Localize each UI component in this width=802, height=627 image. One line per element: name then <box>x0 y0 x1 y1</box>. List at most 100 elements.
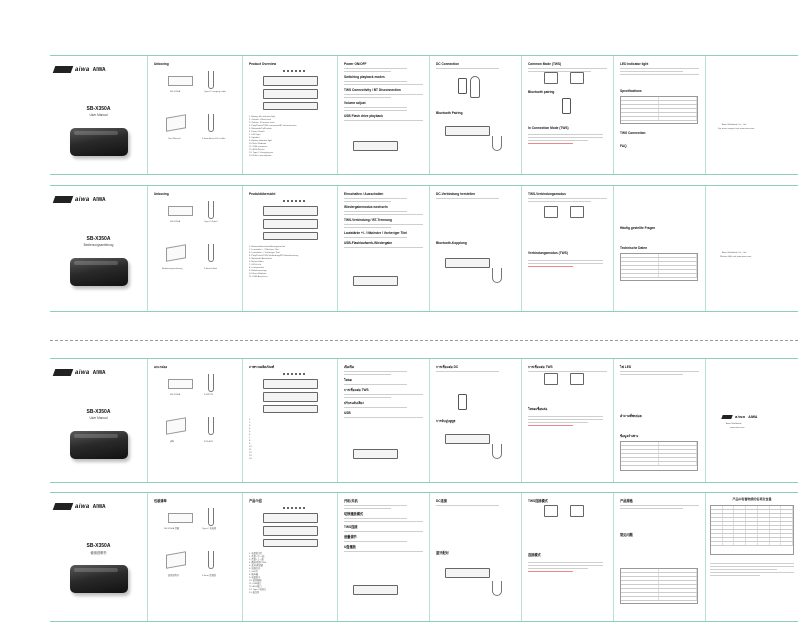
speaker-side-diagram <box>263 539 318 547</box>
text-line <box>344 521 423 522</box>
section-heading: โหมด <box>344 378 352 382</box>
section-heading: ข้อมูลจำเพาะ <box>620 434 639 438</box>
overview-item: 3. 音量-/上一曲 <box>249 559 264 561</box>
text-line <box>528 68 607 69</box>
speaker-box-icon <box>168 206 193 216</box>
back-panel: Aiwa Worldwide Co., Ltd. Weitere Hilfe a… <box>706 186 798 311</box>
overview-item: 7. <box>249 437 251 439</box>
text-line <box>344 247 423 248</box>
button-row <box>283 507 305 509</box>
unboxing-item-3: 使用说明书 <box>168 575 179 577</box>
section-heading: การเชื่อมต่อ TWS <box>344 388 369 392</box>
unboxing-item-4: 3.5mm Aux-in/Out cable <box>202 138 226 140</box>
text-line <box>620 505 699 506</box>
section-heading: 常见问题 <box>620 533 633 537</box>
overview-list: 1. Battery life indicator light 2. Volum… <box>249 116 297 158</box>
section-heading: TWS-Verbindungsmodus <box>528 192 566 196</box>
section-heading: 连接模式 <box>528 553 541 557</box>
speaker-image <box>70 431 128 459</box>
overview-item: 8. Lautsprecher <box>249 267 265 269</box>
manual-book-icon <box>166 417 186 435</box>
section-heading: 开机/关机 <box>344 499 358 503</box>
company-name: Aiwa Worldwide <box>726 423 742 425</box>
section-heading: Bluetooth pairing <box>528 90 555 94</box>
text-line <box>528 416 603 417</box>
section-heading: Wiedergabemodus wechseln <box>344 205 388 209</box>
section-heading: TWS连接 <box>344 525 358 529</box>
text-line <box>344 508 392 509</box>
overview-item: 12. <box>249 452 253 454</box>
phone-icon <box>458 394 467 410</box>
aux-cable-icon <box>208 417 214 435</box>
brand-logo: aiwa AIWA <box>52 369 106 376</box>
model-name: SB-X350A <box>86 409 111 415</box>
unboxing-item-2: Type-C-Kabel <box>204 221 218 223</box>
text-line <box>528 419 603 420</box>
logo-word: aiwa <box>75 196 90 203</box>
section-heading: การจับคู่บลูทูธ <box>436 419 456 423</box>
manual-sheet-german: aiwa AIWA SB-X350A Bedienungsanleitung U… <box>50 185 798 312</box>
overview-list: 1. 2. 3. 4. 5. 6. 7. 8. 9. 10. 11. 12. 1… <box>249 419 252 461</box>
connection-panel: การเชื่อมต่อ DC การจับคู่บลูทูธ <box>430 359 522 482</box>
unboxing-item-3: Bedienungsanleitung <box>162 268 183 270</box>
charging-cable-icon <box>492 444 502 459</box>
overview-list: 1. Batterieladestands-Anzeigeleuchte 2. … <box>249 246 298 279</box>
logo-caps: AIWA <box>92 196 106 203</box>
unboxing-item-2: Type-C 充电线 <box>202 528 217 530</box>
section-heading: Einschalten / Ausschalten <box>344 192 384 196</box>
overview-item: 7. LED-Licht <box>249 264 262 266</box>
aiwa-logo-icon <box>721 414 733 419</box>
speaker-top-diagram <box>263 379 318 389</box>
section-heading: เปิด/ปิด <box>344 365 355 369</box>
speaker-front-diagram <box>263 219 318 229</box>
bluetooth-diagram <box>445 568 490 578</box>
aiwa-logo-icon <box>52 503 74 510</box>
overview-item: 10. <box>249 446 253 448</box>
text-line <box>344 227 392 228</box>
speaker-box-icon <box>168 379 193 389</box>
section-heading: 切换播放模式 <box>344 512 364 516</box>
unboxing-item-1: SB-X350A <box>170 91 181 93</box>
logo-caps: AIWA <box>748 414 758 419</box>
overview-item: 6. Power Switch <box>249 131 265 133</box>
unboxing-item-1: SB-X350A <box>170 394 181 396</box>
speaker-front-diagram <box>263 89 318 99</box>
overview-item: 12. AUX接口 <box>249 586 262 588</box>
aiwa-logo-icon <box>52 196 74 203</box>
section-heading: การเชื่อมต่อ DC <box>436 365 459 369</box>
unboxing-item-4: สาย AUX <box>204 441 213 443</box>
overview-item: 5. Bluetooth/Call button <box>249 128 272 130</box>
section-heading: TWS-Verbindung / BT-Trennung <box>344 218 392 222</box>
speaker-side-diagram <box>263 102 318 110</box>
speaker-box-icon <box>168 76 193 86</box>
button-row <box>283 373 305 375</box>
connection-panel: DC连接 蓝牙配对 <box>430 493 522 621</box>
cable-icon <box>208 508 214 526</box>
support-text: Weitere Hilfe auf www.aiwa.com <box>720 256 752 258</box>
cable-icon <box>208 201 214 219</box>
text-line <box>344 120 423 121</box>
tws-panel: TWS-Verbindungsmodus Verbindungsmodus (T… <box>522 186 614 311</box>
section-heading: Verbindungsmodus (TWS) <box>528 251 568 255</box>
section-heading: Specifications <box>620 89 642 93</box>
overview-item: 13. <box>249 455 253 457</box>
operation-panel: 开机/关机 切换播放模式 TWS连接 音量调节 U盘播放 <box>338 493 430 621</box>
text-line <box>620 508 684 509</box>
text-line <box>344 71 392 72</box>
back-panel: Aiwa Worldwide Co., Ltd. For more suppor… <box>706 56 798 174</box>
model-name: SB-X350A <box>86 236 111 242</box>
operation-panel: Einschalten / Ausschalten Wiedergabemodu… <box>338 186 430 311</box>
hand-icon <box>470 76 480 98</box>
text-line <box>344 407 408 408</box>
brand-logo: aiwa AIWA <box>52 196 106 203</box>
company-name: Aiwa Worldwide Co., Ltd. <box>722 252 747 254</box>
speaker-side-diagram <box>263 232 318 240</box>
overview-item: 13. Type-C充电口 <box>249 589 267 591</box>
cover-panel: aiwa AIWA SB-X350A User Manual <box>50 359 148 482</box>
hazard-table <box>710 505 794 555</box>
text-line <box>344 417 423 418</box>
text-line <box>344 531 423 532</box>
text-line <box>436 198 500 199</box>
specs-panel: ไฟ LED ข้อมูลจำเพาะ คำถามที่พบบ่อย <box>614 359 706 482</box>
text-line <box>344 94 423 95</box>
